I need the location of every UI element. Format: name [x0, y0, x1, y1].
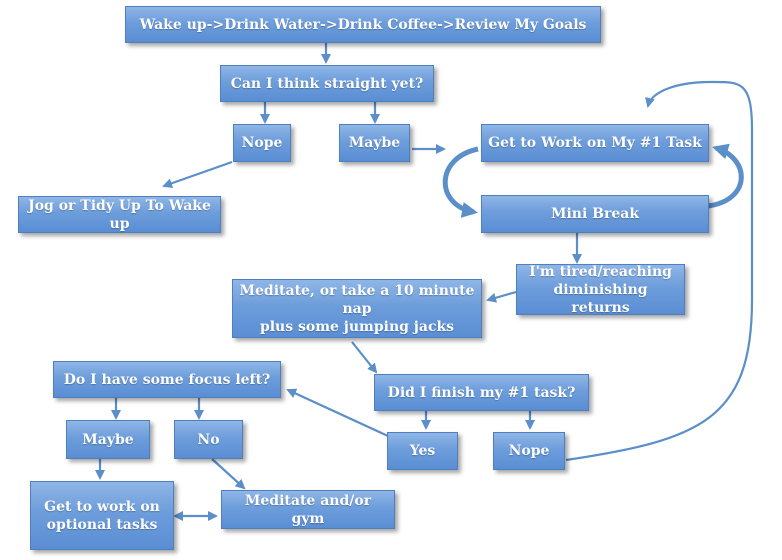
- arrow-no-to-gym: [211, 458, 246, 490]
- node-maybe-2: Maybe: [66, 420, 150, 459]
- arrow-nope-to-work-loop: [565, 80, 754, 462]
- node-focus-left: Do I have some focus left?: [53, 361, 281, 398]
- node-yes: Yes: [387, 432, 458, 470]
- node-mini-break: Mini Break: [481, 195, 709, 233]
- node-no: No: [174, 420, 243, 459]
- arrow-break-to-work-loop: [707, 143, 744, 209]
- node-wake-up: Wake up->Drink Water->Drink Coffee->Revi…: [125, 6, 601, 43]
- node-jog: Jog or Tidy Up To Wake up: [18, 196, 221, 233]
- node-meditate-gym: Meditate and/or gym: [221, 490, 395, 529]
- node-meditate-nap: Meditate, or take a 10 minute nap plus s…: [232, 279, 482, 338]
- node-maybe-1: Maybe: [339, 124, 410, 162]
- arrow-work-to-break-loop: [442, 146, 479, 218]
- node-think-straight: Can I think straight yet?: [220, 65, 434, 102]
- node-nope-2: Nope: [493, 432, 565, 470]
- arrow-nope-to-jog: [162, 160, 233, 189]
- arrow-meditate-to-finish: [351, 341, 378, 374]
- node-work-task1: Get to Work on My #1 Task: [481, 124, 709, 162]
- arrow-yes-to-focus: [286, 388, 389, 437]
- node-optional-tasks: Get to work on optional tasks: [30, 481, 174, 550]
- arrow-tired-to-meditate: [486, 290, 517, 303]
- node-tired: I'm tired/reaching diminishing returns: [516, 264, 685, 316]
- node-nope-1: Nope: [233, 124, 291, 162]
- node-finish-task1: Did I finish my #1 task?: [374, 374, 589, 411]
